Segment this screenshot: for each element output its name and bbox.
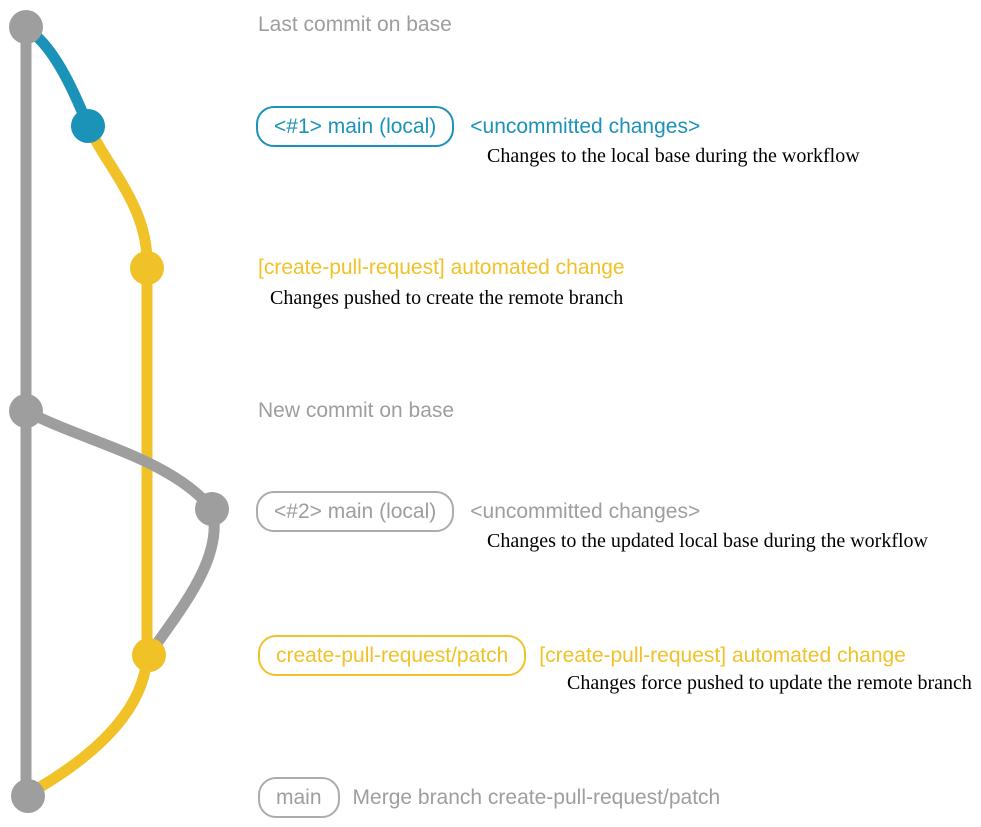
commit-dot-main-local-1 [71, 109, 105, 143]
status-uncommitted-changes-1: <uncommitted changes> [470, 114, 701, 138]
row-merge-commit: main Merge branch create-pull-request/pa… [258, 777, 721, 819]
row-patch-branch: create-pull-request/patch [create-pull-r… [258, 635, 906, 677]
row-main-local-2: <#2> main (local) <uncommitted changes> [256, 491, 701, 533]
branch-badge-main-local-2: <#2> main (local) [256, 491, 455, 533]
git-graph [9, 10, 229, 813]
commit-message-automated-change-1: [create-pull-request] automated change [258, 256, 625, 279]
local-main-branch-line [20, 22, 94, 132]
note-force-pushed-to-update-remote-branch: Changes force pushed to update the remot… [567, 672, 972, 694]
rebased-local-main-branch-line [20, 405, 220, 661]
commit-dot-main-local-2 [195, 492, 229, 526]
annotation-last-commit-on-base: Last commit on base [258, 13, 452, 36]
status-uncommitted-changes-2: <uncommitted changes> [470, 499, 701, 523]
note-local-base-changes: Changes to the local base during the wor… [487, 145, 860, 167]
note-updated-local-base-changes: Changes to the updated local base during… [487, 530, 928, 552]
annotation-new-commit-on-base: New commit on base [258, 399, 455, 422]
row-main-local-1: <#1> main (local) <uncommitted changes> [256, 106, 701, 148]
note-pushed-to-create-remote-branch: Changes pushed to create the remote bran… [270, 287, 624, 309]
branch-badge-main-local-1: <#1> main (local) [256, 106, 455, 148]
commit-dot-last-commit-on-base [9, 10, 43, 44]
commit-dot-automated-change-2 [132, 638, 166, 672]
commit-dot-new-commit-on-base [9, 394, 43, 428]
commit-dot-merge-commit [11, 779, 45, 813]
commit-message-automated-change-2: [create-pull-request] automated change [539, 643, 906, 667]
branch-badge-main: main [258, 777, 340, 819]
commit-message-merge-branch: Merge branch create-pull-request/patch [352, 785, 721, 809]
commit-dot-automated-change-1 [130, 251, 164, 285]
branch-badge-create-pull-request-patch: create-pull-request/patch [258, 635, 527, 677]
